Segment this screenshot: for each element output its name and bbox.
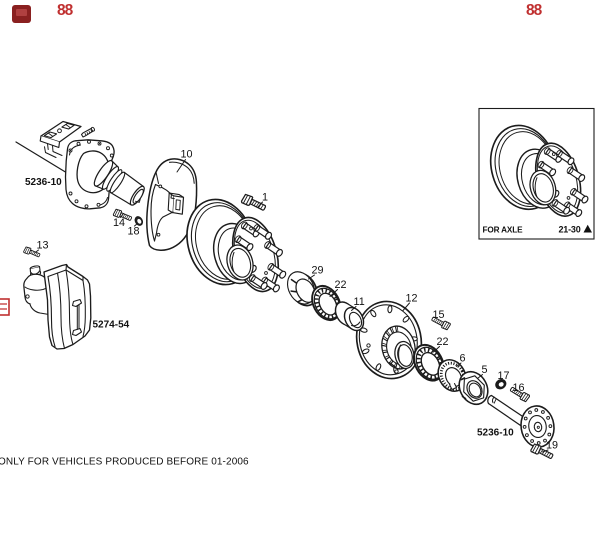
svg-text:5274-54: 5274-54 <box>93 320 130 331</box>
svg-text:5236-10: 5236-10 <box>477 428 514 439</box>
svg-text:29: 29 <box>312 265 324 277</box>
svg-text:18: 18 <box>128 226 140 238</box>
svg-text:13: 13 <box>37 240 49 252</box>
svg-text:6: 6 <box>460 353 466 365</box>
svg-text:88: 88 <box>526 2 543 19</box>
svg-text:5: 5 <box>482 364 488 376</box>
svg-text:1: 1 <box>262 192 268 204</box>
svg-text:FOR AXLE: FOR AXLE <box>483 226 524 235</box>
svg-text:88: 88 <box>57 2 74 19</box>
svg-text:17: 17 <box>498 370 510 382</box>
svg-text:22: 22 <box>335 279 347 291</box>
svg-text:12: 12 <box>406 293 418 305</box>
svg-text:ONLY FOR VEHICLES PRODUCED BEF: ONLY FOR VEHICLES PRODUCED BEFORE 01-200… <box>0 457 249 468</box>
svg-text:19: 19 <box>546 440 558 452</box>
svg-text:11: 11 <box>354 296 365 308</box>
svg-text:10: 10 <box>181 149 193 161</box>
svg-text:14: 14 <box>113 217 125 229</box>
svg-text:5236-10: 5236-10 <box>25 177 62 188</box>
svg-text:22: 22 <box>437 336 449 348</box>
svg-text:15: 15 <box>433 309 445 321</box>
svg-text:16: 16 <box>513 382 525 394</box>
svg-text:21-30: 21-30 <box>559 225 581 235</box>
